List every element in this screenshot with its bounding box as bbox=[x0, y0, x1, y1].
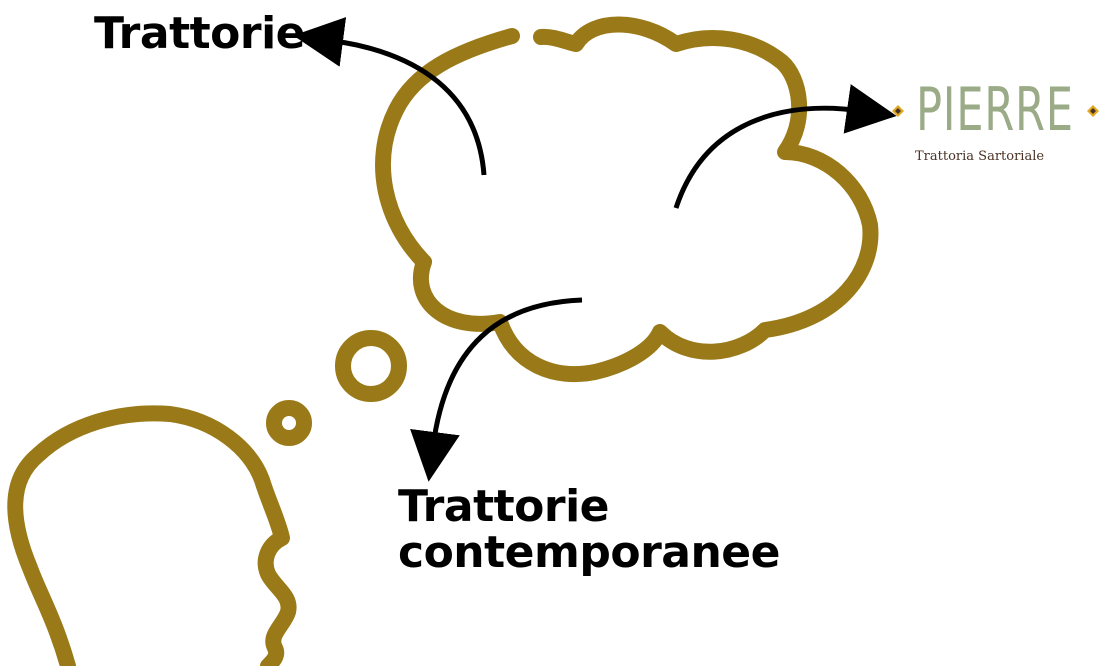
pierre-logo: PIERRE Trattoria Sartoriale bbox=[880, 78, 1099, 168]
logo-subtitle: Trattoria Sartoriale bbox=[915, 149, 1044, 164]
thought-cloud bbox=[383, 25, 870, 375]
logo-name: PIERRE bbox=[916, 80, 1074, 140]
label-trattorie-contemporanee: Trattorie contemporanee bbox=[398, 484, 780, 576]
label-line-2: contemporanee bbox=[398, 530, 780, 576]
label-trattorie: Trattorie bbox=[94, 12, 305, 56]
label-line-1: Trattorie bbox=[398, 484, 780, 530]
diamond-icon bbox=[892, 105, 904, 117]
thought-bubble-large bbox=[343, 338, 399, 394]
head-profile bbox=[15, 413, 288, 666]
diamond-icon bbox=[1087, 105, 1099, 117]
thought-bubble-small bbox=[274, 408, 304, 438]
arrow-to-pierre bbox=[676, 108, 862, 208]
